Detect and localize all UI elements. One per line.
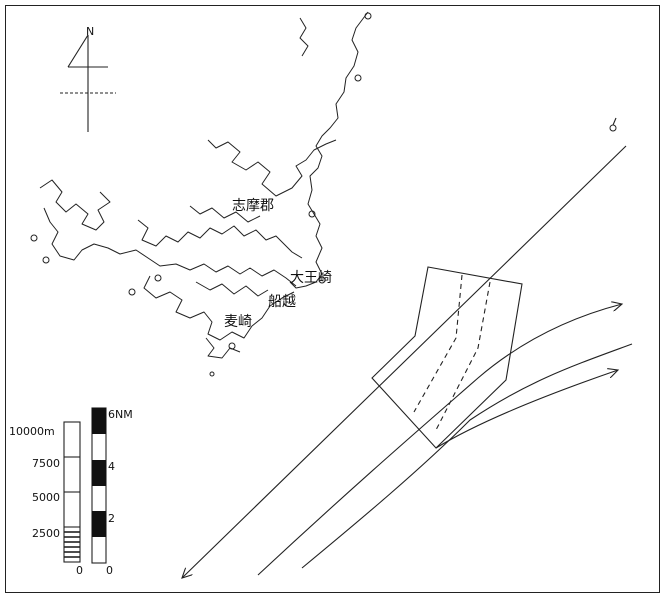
track-south bbox=[435, 370, 618, 449]
map-frame bbox=[5, 5, 660, 593]
scale-label-6nm: 6NM bbox=[108, 408, 133, 421]
scale-label-4nm: 4 bbox=[108, 460, 115, 473]
place-label-daiozaki: 大王崎 bbox=[290, 270, 332, 286]
coastline bbox=[30, 11, 617, 377]
scale-label-5000: 5000 bbox=[32, 491, 60, 504]
nautical-scale-bar bbox=[91, 407, 107, 564]
scale-label-2500: 2500 bbox=[32, 527, 60, 540]
scale-label-zero-m: 0 bbox=[76, 564, 83, 577]
survey-area bbox=[371, 266, 523, 449]
vessel-tracks bbox=[182, 145, 633, 578]
place-label-funakoshi: 船越 bbox=[268, 294, 296, 310]
north-arrow-icon bbox=[60, 34, 116, 132]
track-main bbox=[182, 145, 627, 578]
scale-label-2nm: 2 bbox=[108, 512, 115, 525]
scale-label-zero-nm: 0 bbox=[106, 564, 113, 577]
scale-label-7500: 7500 bbox=[32, 457, 60, 470]
place-label-mugisaki: 麦崎 bbox=[224, 314, 252, 330]
track-offshore bbox=[301, 343, 633, 569]
place-label-shima: 志摩郡 bbox=[232, 197, 274, 214]
track-east bbox=[257, 304, 622, 576]
scale-label-10000m: 10000m bbox=[9, 425, 55, 438]
metric-scale-bar bbox=[63, 421, 81, 563]
north-label: N bbox=[86, 25, 94, 38]
